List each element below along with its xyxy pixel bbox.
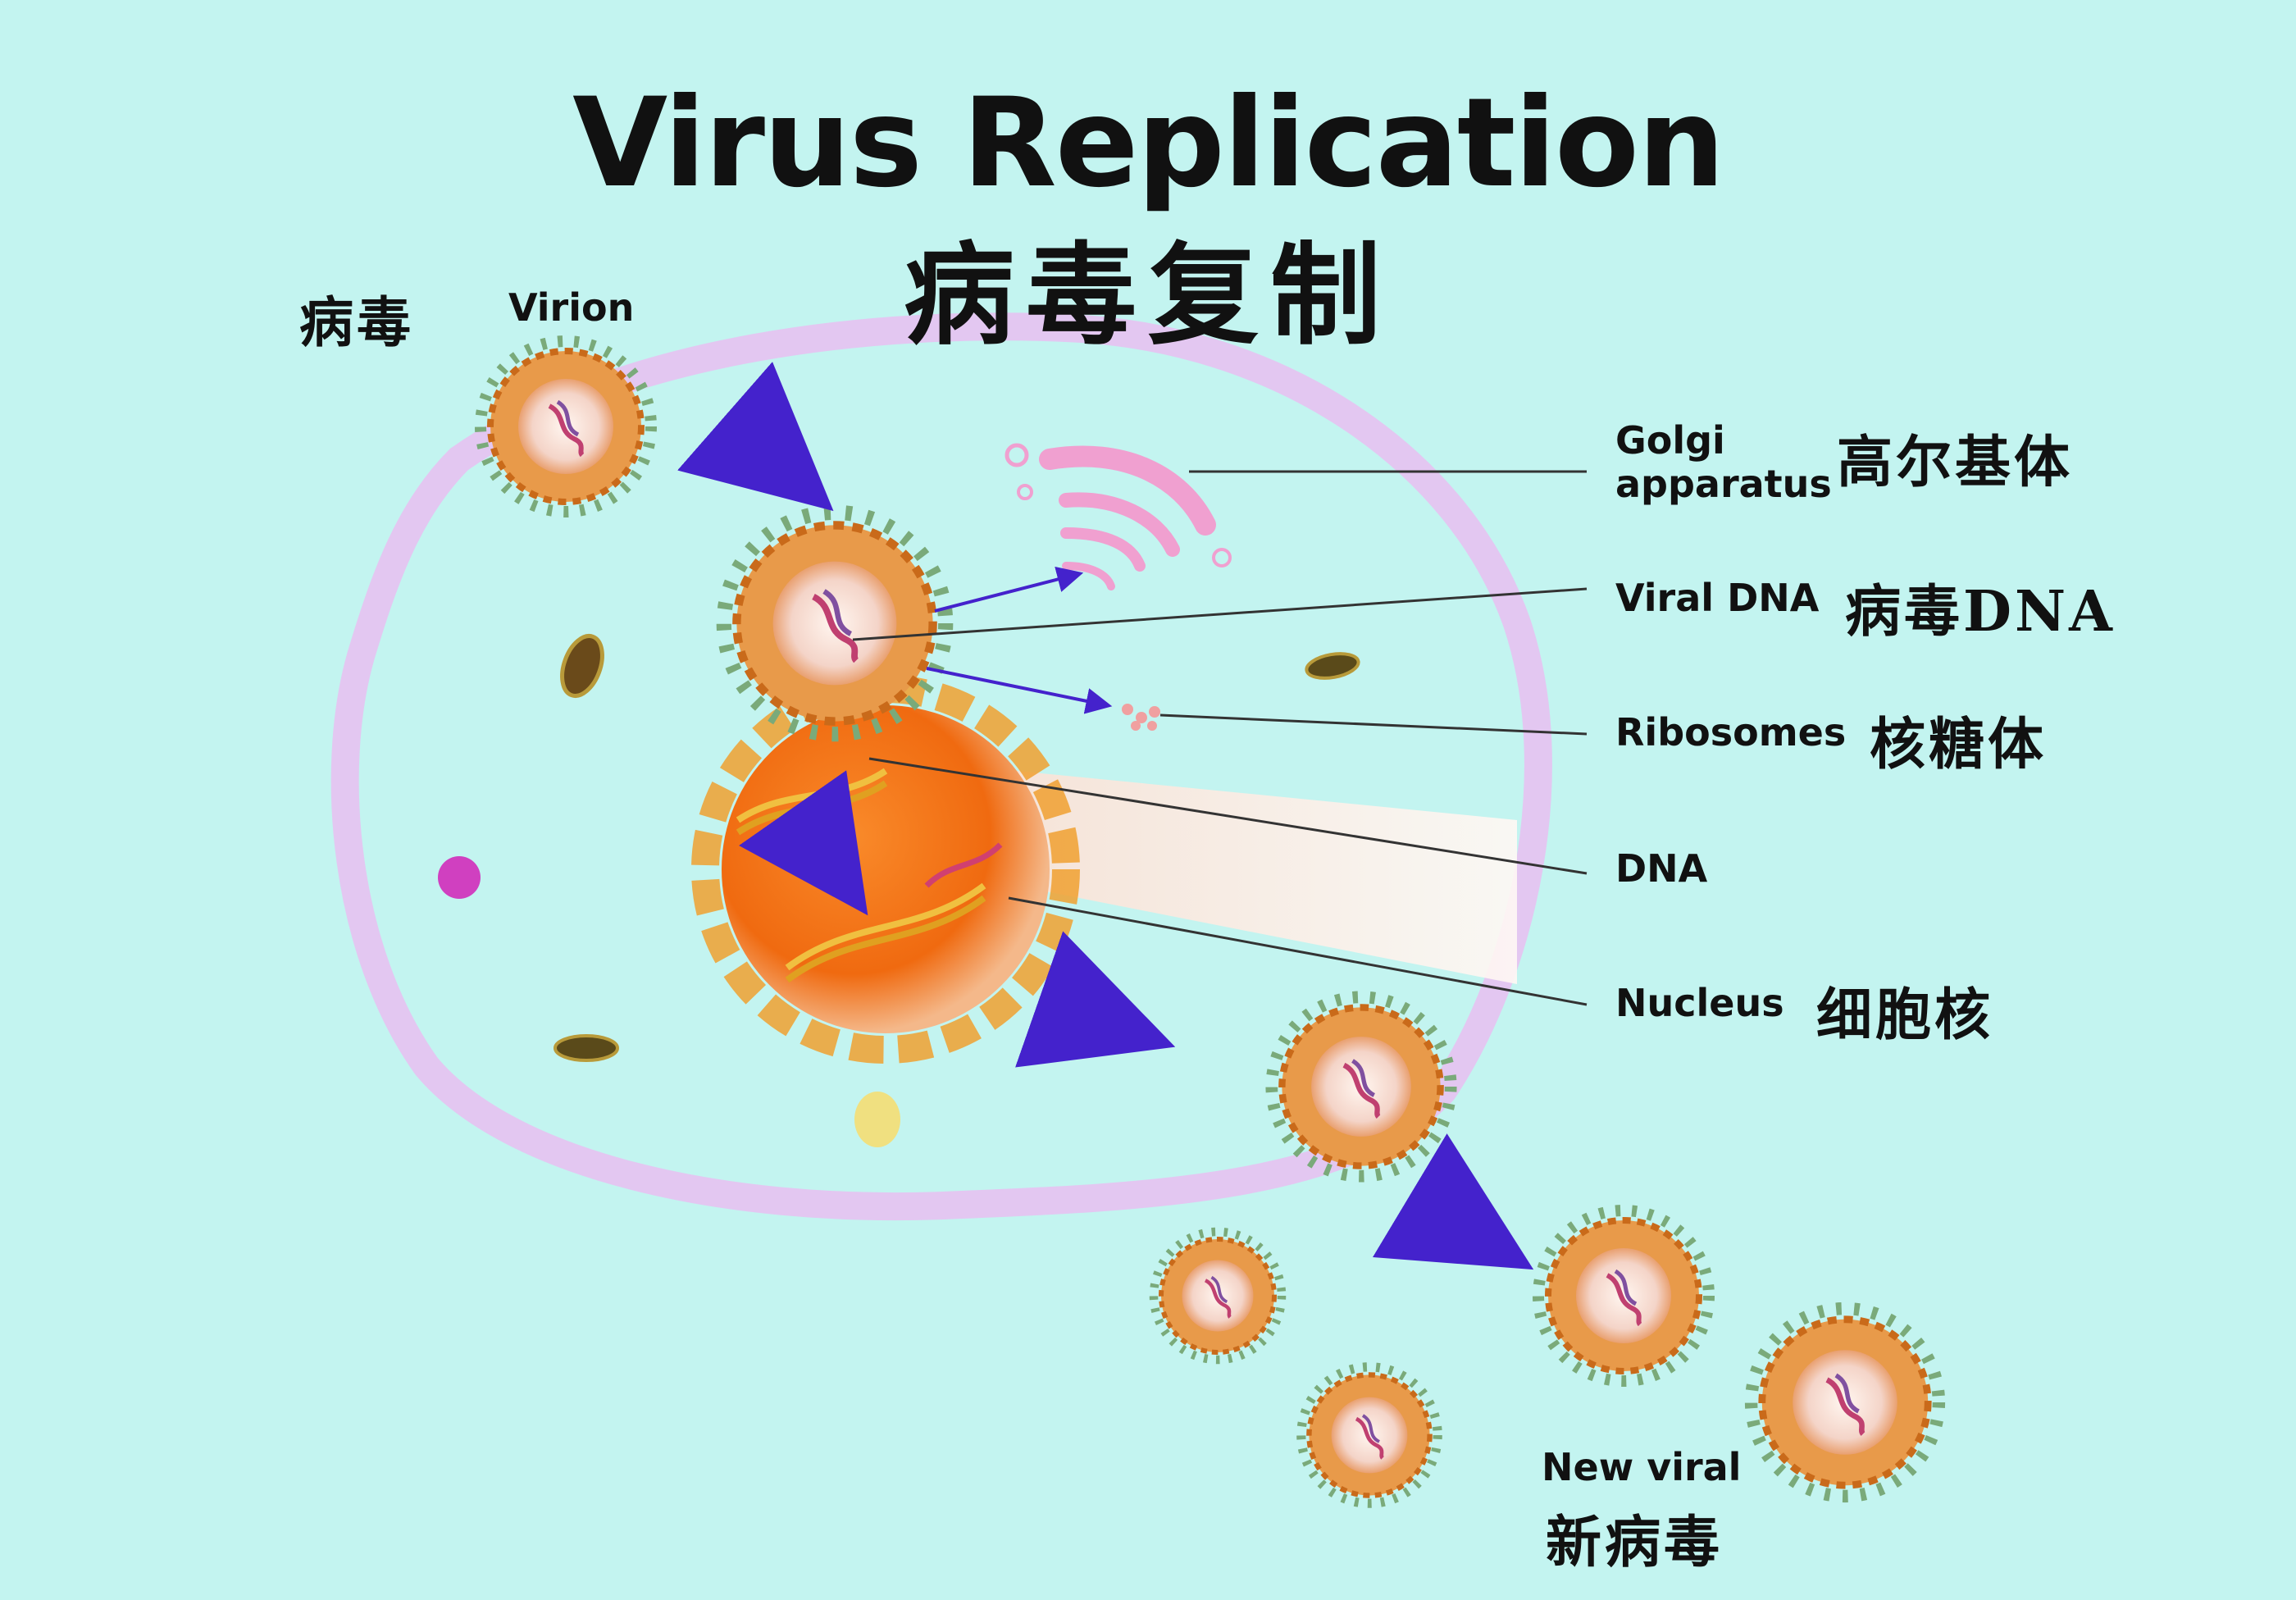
golgi-label-line1: Golgi [1615,418,1725,463]
nucleus-highlight-beam [1017,771,1517,984]
vesicle-icon [854,1092,900,1147]
mitochondrion-icon [560,634,604,698]
virus-particle-icon [1272,997,1451,1176]
vesicle-icon [438,856,481,899]
leader-lines [852,470,1588,1006]
new-viral-label-chinese: 新病毒 [1546,1510,1724,1575]
mitochondrion-icon [1305,652,1360,680]
golgi-apparatus [1004,443,1232,590]
virus-particle-icon [724,513,945,734]
nucleus-label: Nucleus [1615,981,1784,1025]
virus-particle-icon [1154,1232,1282,1360]
nucleus-label-chinese: 细胞核 [1816,982,1994,1048]
virus-particle-icon [1538,1210,1709,1381]
arrow-icon [739,770,868,916]
virion-label: Virion [508,285,635,330]
arrow-icon [677,362,1534,1270]
golgi-label-line2: apparatus [1615,462,1832,506]
golgi-label-chinese: 高尔基体 [1837,430,2074,495]
transport-arrows [926,566,1113,714]
page-title-chinese: 病毒复制 [904,230,1392,360]
virion-label-chinese: 病毒 [299,290,414,354]
new-viral-label: New viral [1542,1445,1742,1489]
ribosomes-label-chinese: 核糖体 [1870,712,2048,777]
ribosome-cluster [1122,704,1160,731]
mitochondrion-icon [554,1034,619,1062]
viral-dna-label: Viral DNA [1615,576,1820,620]
nucleus [691,675,1080,1064]
virus-particle-icon [1301,1367,1437,1503]
viral-dna-label-chinese: 病毒DNA [1845,579,2116,645]
ribosomes-label: Ribosomes [1615,710,1847,754]
virus-particle-icon [1752,1309,1939,1497]
page-title: Virus Replication [572,72,1725,215]
dna-label: DNA [1615,846,1708,891]
